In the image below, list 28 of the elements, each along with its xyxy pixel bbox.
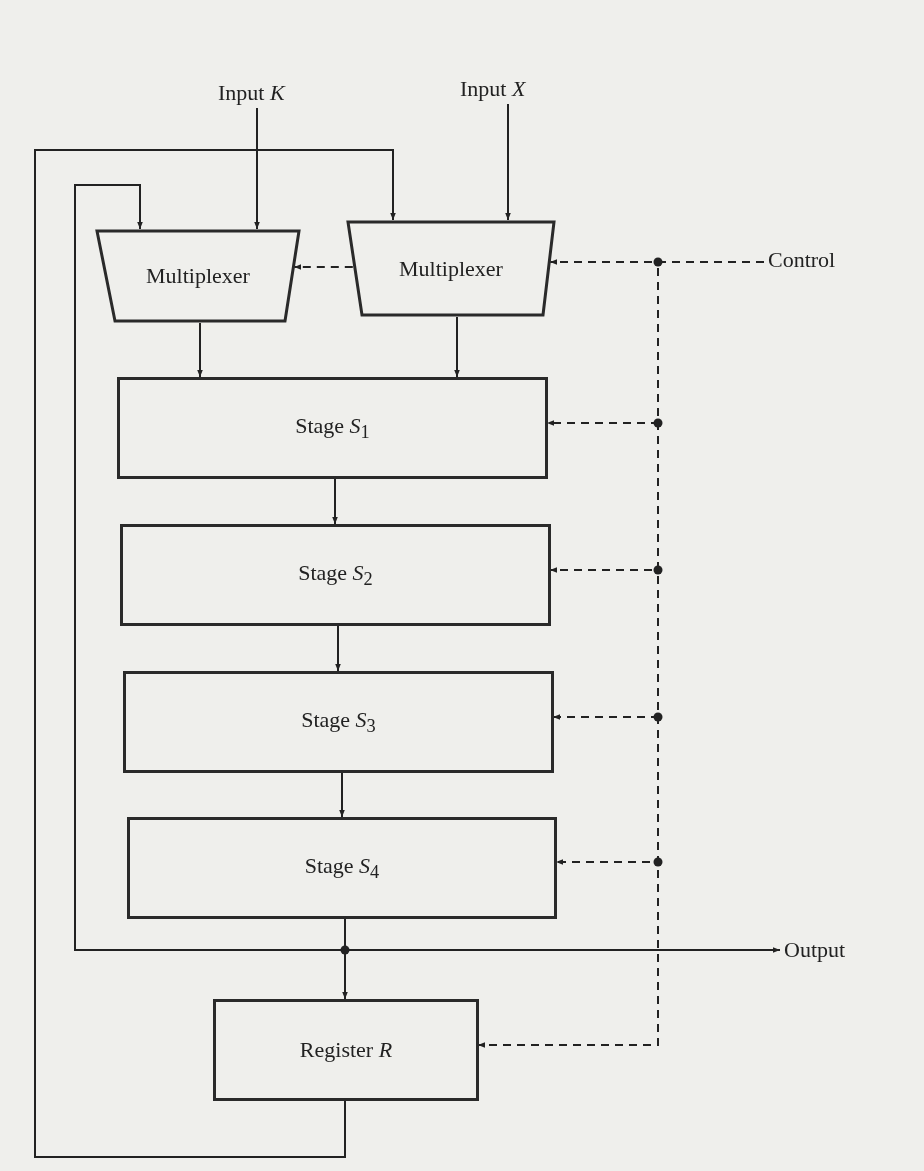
- stage-box: [123, 671, 554, 773]
- multiplexer-trapezoid: [346, 220, 556, 317]
- stage-box: [127, 817, 557, 919]
- node-label: Stage S$_{2}$: [298, 559, 373, 591]
- signal-label: Input X: [460, 74, 560, 104]
- arrow: [339, 772, 345, 818]
- arrow: [254, 107, 260, 230]
- node-label: Register R: [299, 1037, 393, 1063]
- arrow: [505, 103, 511, 221]
- arrow: [335, 625, 341, 672]
- signal-label: Input K: [218, 78, 318, 108]
- arrow: [197, 322, 203, 378]
- control-arrow: [477, 261, 765, 1048]
- node-label: Stage S$_{1}$: [295, 412, 370, 444]
- node-label: Stage S$_{4}$: [304, 852, 380, 884]
- stage-box: [117, 377, 548, 479]
- arrow: [454, 316, 460, 378]
- control-arrow: [293, 264, 354, 270]
- multiplexer-trapezoid: [95, 229, 301, 323]
- register-box: [213, 999, 479, 1101]
- node-label: Multiplexer: [146, 263, 250, 289]
- node-label: Stage S$_{3}$: [301, 706, 376, 738]
- stage-box: [120, 524, 551, 626]
- node-label: Multiplexer: [399, 255, 503, 282]
- arrow: [34, 149, 396, 1158]
- signal-label: Control: [768, 245, 868, 275]
- signal-label: Output: [784, 935, 874, 965]
- arrow: [332, 478, 338, 525]
